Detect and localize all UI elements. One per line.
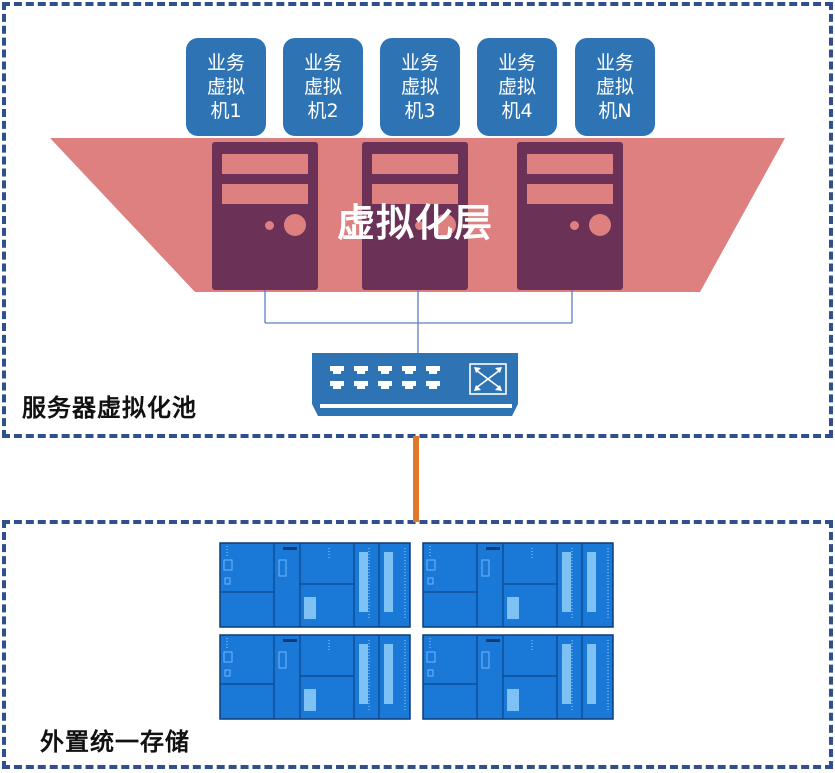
vm-label-line: 虚拟	[400, 76, 439, 98]
vm-label-line: 机1	[210, 100, 242, 122]
vm-3[interactable]: 业务 虚拟 机3	[380, 38, 460, 136]
vm-label-line: 虚拟	[303, 76, 342, 98]
indicator-icon	[265, 221, 274, 230]
vm-label-line: 机2	[307, 100, 339, 122]
power-button-icon	[589, 214, 611, 236]
switch-arrows-icon	[469, 363, 507, 395]
indicator-icon	[570, 221, 579, 230]
storage-array-4[interactable]	[422, 634, 614, 720]
vm-label-line: 虚拟	[595, 76, 634, 98]
switch-port-icons	[330, 366, 440, 389]
vm-label-line: 业务	[497, 52, 536, 74]
power-button-icon	[434, 214, 456, 236]
server-3[interactable]	[517, 142, 623, 290]
vm-2[interactable]: 业务 虚拟 机2	[283, 38, 363, 136]
vm-4[interactable]: 业务 虚拟 机4	[477, 38, 557, 136]
storage-uplink-line	[413, 436, 419, 522]
drive-bay	[372, 184, 458, 204]
vm-n[interactable]: 业务 虚拟 机N	[575, 38, 655, 136]
vm-label-line: 机N	[598, 100, 632, 122]
server-2[interactable]	[362, 142, 468, 290]
vm-label-line: 业务	[303, 52, 342, 74]
vm-label-line: 业务	[206, 52, 245, 74]
storage-label: 外置统一存储	[40, 728, 190, 756]
power-button-icon	[284, 214, 306, 236]
drive-bay	[372, 154, 458, 174]
storage-array-2[interactable]	[422, 542, 614, 628]
indicator-icon	[415, 221, 424, 230]
storage-array-3[interactable]	[219, 634, 411, 720]
drive-bay	[527, 184, 613, 204]
storage-array-1[interactable]	[219, 542, 411, 628]
virtualization-layer-label: 虚拟化层	[336, 201, 493, 245]
vm-label-line: 虚拟	[497, 76, 536, 98]
vm-label-line: 机4	[501, 100, 533, 122]
vm-label-line: 业务	[595, 52, 634, 74]
pool-label: 服务器虚拟化池	[22, 394, 197, 422]
network-switch[interactable]	[0, 0, 835, 430]
drive-bay	[222, 154, 308, 174]
vm-label-line: 业务	[400, 52, 439, 74]
drive-bay	[222, 184, 308, 204]
network-connections	[264, 290, 573, 355]
vm-1[interactable]: 业务 虚拟 机1	[186, 38, 266, 136]
drive-bay	[527, 154, 613, 174]
vm-label-line: 虚拟	[206, 76, 245, 98]
server-1[interactable]	[212, 142, 318, 290]
external-storage-frame	[2, 520, 833, 769]
vm-label-line: 机3	[404, 100, 436, 122]
